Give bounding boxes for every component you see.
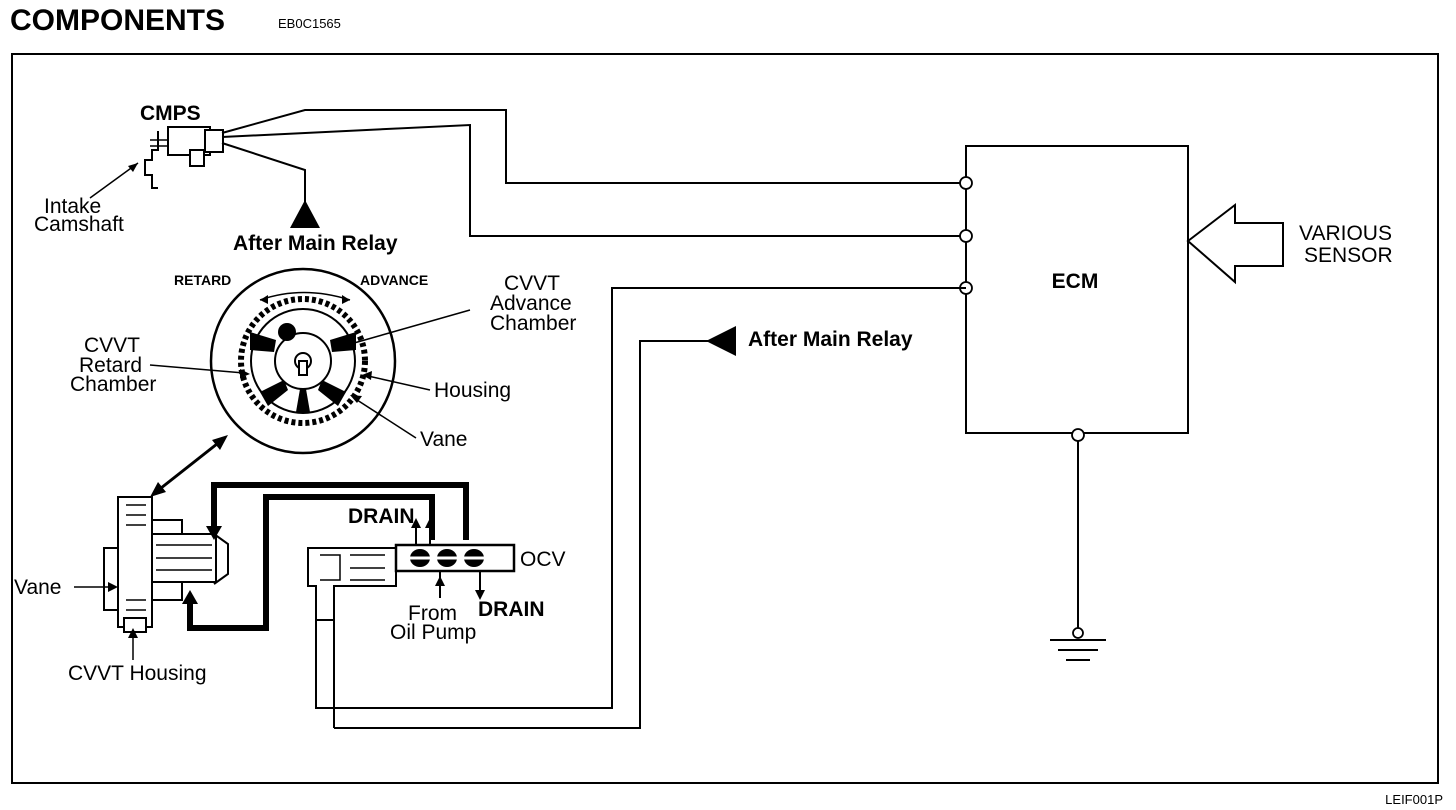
after-main-relay-mid: After Main Relay [748,328,913,351]
from-label: From [408,602,457,625]
cvvt-rotor-disc [209,267,397,455]
link-arrowhead-bottom [150,482,166,497]
cmps-sensor [144,126,224,189]
vane-left-label: Vane [14,576,62,599]
vane-top-label: Vane [420,428,468,451]
drain-bottom-arrow [475,590,485,600]
intake-label-2: Camshaft [34,213,124,236]
drain-bottom-label: DRAIN [478,598,545,621]
ocv-control-wire-outer [315,287,966,709]
power-arrow-top [290,200,320,228]
adv-chamber-pointer [339,309,471,348]
retard-label: RETARD [174,272,231,288]
ground-symbol [1050,441,1106,661]
ocv-label: OCV [520,548,566,571]
link-arrowhead-top [212,435,228,450]
cmps-label: CMPS [140,102,201,125]
ecm-label: ECM [1052,270,1099,293]
oil-arrow-retard [182,590,198,604]
diagram-frame [11,53,1439,784]
page-title: COMPONENTS [10,4,225,37]
housing-label: Housing [434,379,511,402]
from-oil-pump-arrow [435,576,445,586]
ecm-terminal-2 [959,229,973,243]
ret-chamber-arrowhead [240,369,250,378]
drain-top-arrow-2 [425,518,435,528]
drain-top-label: DRAIN [348,505,415,528]
adv-chamber-label-1: CVVT [504,272,560,295]
ecm-terminal-ground [1071,428,1085,442]
cmps-signal-wire [221,109,966,184]
cmps-ground-wire [221,123,966,237]
oil-pump-label: Oil Pump [390,621,476,644]
vane-top-pointer [353,397,417,439]
intake-pointer [89,162,139,199]
after-main-relay-top: After Main Relay [233,232,398,255]
various-label-1: VARIOUS [1299,222,1392,245]
ret-chamber-label-3: Chamber [70,373,156,396]
intake-arrowhead [128,163,138,172]
drain-top-arrow-1 [411,518,421,528]
ocv-valve [307,543,516,621]
cvvt-housing-arrowhead [128,628,138,638]
ret-chamber-pointer [149,364,245,374]
intake-label-1: Intake [44,195,101,218]
ocv-power-wire [334,340,720,729]
link-double-arrow [155,438,223,494]
ret-chamber-label-2: Retard [79,354,142,377]
oil-arrow-advance [206,526,222,540]
figure-code: LEIF001P [1385,792,1443,807]
vane-left-arrowhead [108,582,118,592]
power-arrow-mid [706,326,736,356]
adv-chamber-label-3: Chamber [490,312,576,335]
ecm-terminal-1 [959,176,973,190]
document-code: EB0C1565 [278,16,341,31]
cvvt-housing-label: CVVT Housing [68,662,207,685]
adv-chamber-label-2: Advance [490,292,572,315]
vane-top-arrowhead [350,395,362,403]
housing-pointer [367,375,431,391]
various-sensor-arrow [1186,202,1284,285]
housing-arrowhead [362,371,372,380]
various-label-2: SENSOR [1304,244,1393,267]
cvvt-actuator [103,496,229,633]
ret-chamber-label-1: CVVT [84,334,140,357]
cmps-power-wire [221,142,306,206]
advance-label: ADVANCE [360,272,428,288]
oil-line-retard [187,494,435,631]
oil-line-advance [211,482,469,540]
